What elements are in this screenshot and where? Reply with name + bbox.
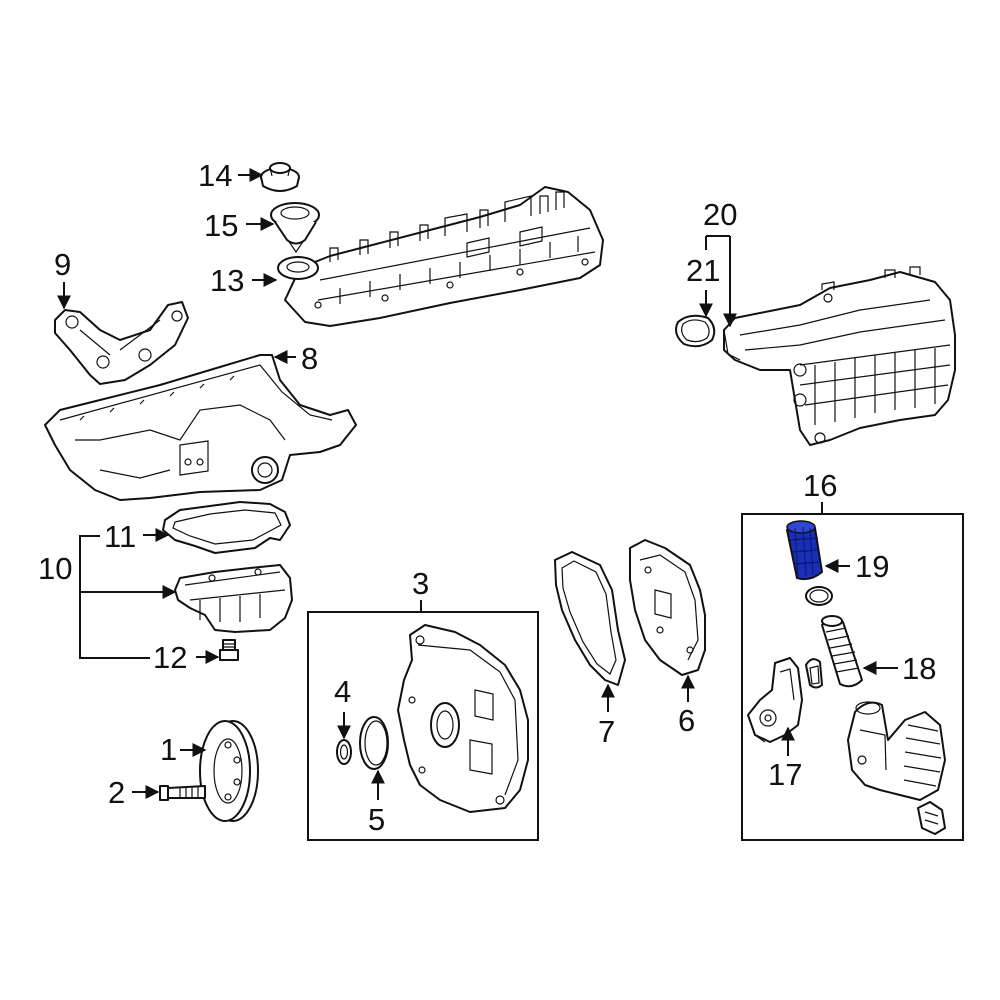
callout-4: 4	[334, 674, 351, 709]
lower-oil-pan	[174, 564, 293, 633]
callout-9: 9	[54, 247, 71, 282]
callout-5: 5	[368, 802, 385, 837]
crankshaft-pulley	[199, 720, 259, 822]
filter-adapter	[747, 657, 803, 743]
callout-3: 3	[412, 566, 429, 601]
timing-cover	[397, 624, 529, 813]
callout-16: 16	[803, 468, 837, 503]
callout-7: 7	[598, 714, 615, 749]
cover-gasket	[554, 551, 626, 686]
upper-oil-pan	[44, 354, 357, 501]
filler-neck-seal	[270, 202, 320, 254]
pulley-bolt	[159, 785, 206, 801]
valve-cover	[277, 186, 604, 327]
callout-14: 14	[198, 158, 232, 193]
seal-ring-large	[359, 716, 389, 770]
callout-10: 10	[38, 551, 72, 586]
leader-lines	[57, 168, 898, 800]
intake-manifold	[723, 266, 956, 446]
small-seal	[805, 658, 823, 689]
oil-pan-gasket	[162, 501, 291, 554]
intake-gasket	[675, 314, 716, 348]
group-box-3	[307, 611, 539, 841]
group-box-16	[741, 513, 964, 841]
seal-ring-small	[336, 739, 352, 765]
callout-labels: 14 15 13 9 8 11 10 12 1 2 3 4 5 7 6 20 2…	[38, 158, 936, 837]
oil-sensor	[917, 801, 946, 835]
callout-17: 17	[768, 757, 802, 792]
oil-filter-cap-highlighted	[785, 520, 824, 581]
callout-11: 11	[104, 519, 136, 554]
callout-21: 21	[686, 253, 720, 288]
filter-cap-o-ring	[805, 586, 833, 606]
drain-plug	[219, 639, 239, 661]
callout-20: 20	[703, 197, 737, 232]
callout-15: 15	[204, 208, 238, 243]
callout-19: 19	[855, 549, 889, 584]
oil-filler-cap	[260, 162, 300, 192]
callout-12: 12	[153, 640, 187, 675]
mount-bracket	[54, 301, 189, 385]
callout-13: 13	[210, 263, 244, 298]
oil-filter-housing	[847, 701, 946, 801]
callout-1: 1	[160, 732, 177, 767]
callout-18: 18	[902, 651, 936, 686]
cover-plate	[629, 539, 706, 676]
oil-filter-element	[821, 615, 863, 688]
callout-2: 2	[108, 775, 125, 810]
callout-8: 8	[301, 341, 318, 376]
callout-6: 6	[678, 703, 695, 738]
